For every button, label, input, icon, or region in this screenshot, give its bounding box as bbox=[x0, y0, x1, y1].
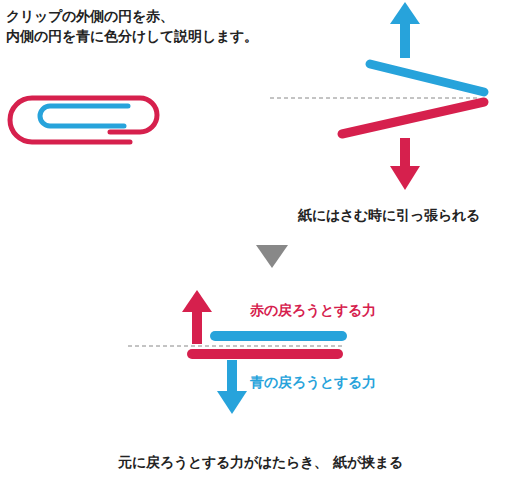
inner-wire-bar bbox=[370, 64, 484, 92]
clip-outer-wire bbox=[10, 98, 157, 142]
outer-wire-bar bbox=[192, 349, 338, 359]
force-label: 青の戻ろうとする力 bbox=[250, 372, 470, 392]
force-arrow-head bbox=[182, 290, 212, 312]
force-arrow-shaft bbox=[227, 360, 237, 393]
pull-arrow-shaft bbox=[400, 22, 410, 58]
inner-wire-bar bbox=[215, 331, 342, 341]
step-note: 紙にはさむ時に引っ張られる bbox=[298, 205, 518, 225]
force-arrow-shaft bbox=[192, 310, 202, 344]
intro-note: クリップの外側の円を赤、 内側の円を青に色分けして説明します。 bbox=[6, 6, 306, 46]
outer-wire-bar bbox=[342, 102, 484, 134]
force-label: 赤の戻ろうとする力 bbox=[250, 300, 470, 320]
step-triangle bbox=[256, 245, 288, 268]
pull-arrow-head bbox=[390, 2, 420, 24]
pull-arrow-head bbox=[390, 166, 420, 190]
reference-line bbox=[270, 98, 478, 99]
clip-inner-wire bbox=[40, 106, 128, 126]
reference-line bbox=[128, 346, 345, 347]
force-arrow-head bbox=[217, 391, 247, 414]
conclusion-note: 元に戻ろうとする力がはたらき、 紙が挟まる bbox=[118, 452, 418, 472]
pull-arrow-shaft bbox=[400, 138, 410, 168]
